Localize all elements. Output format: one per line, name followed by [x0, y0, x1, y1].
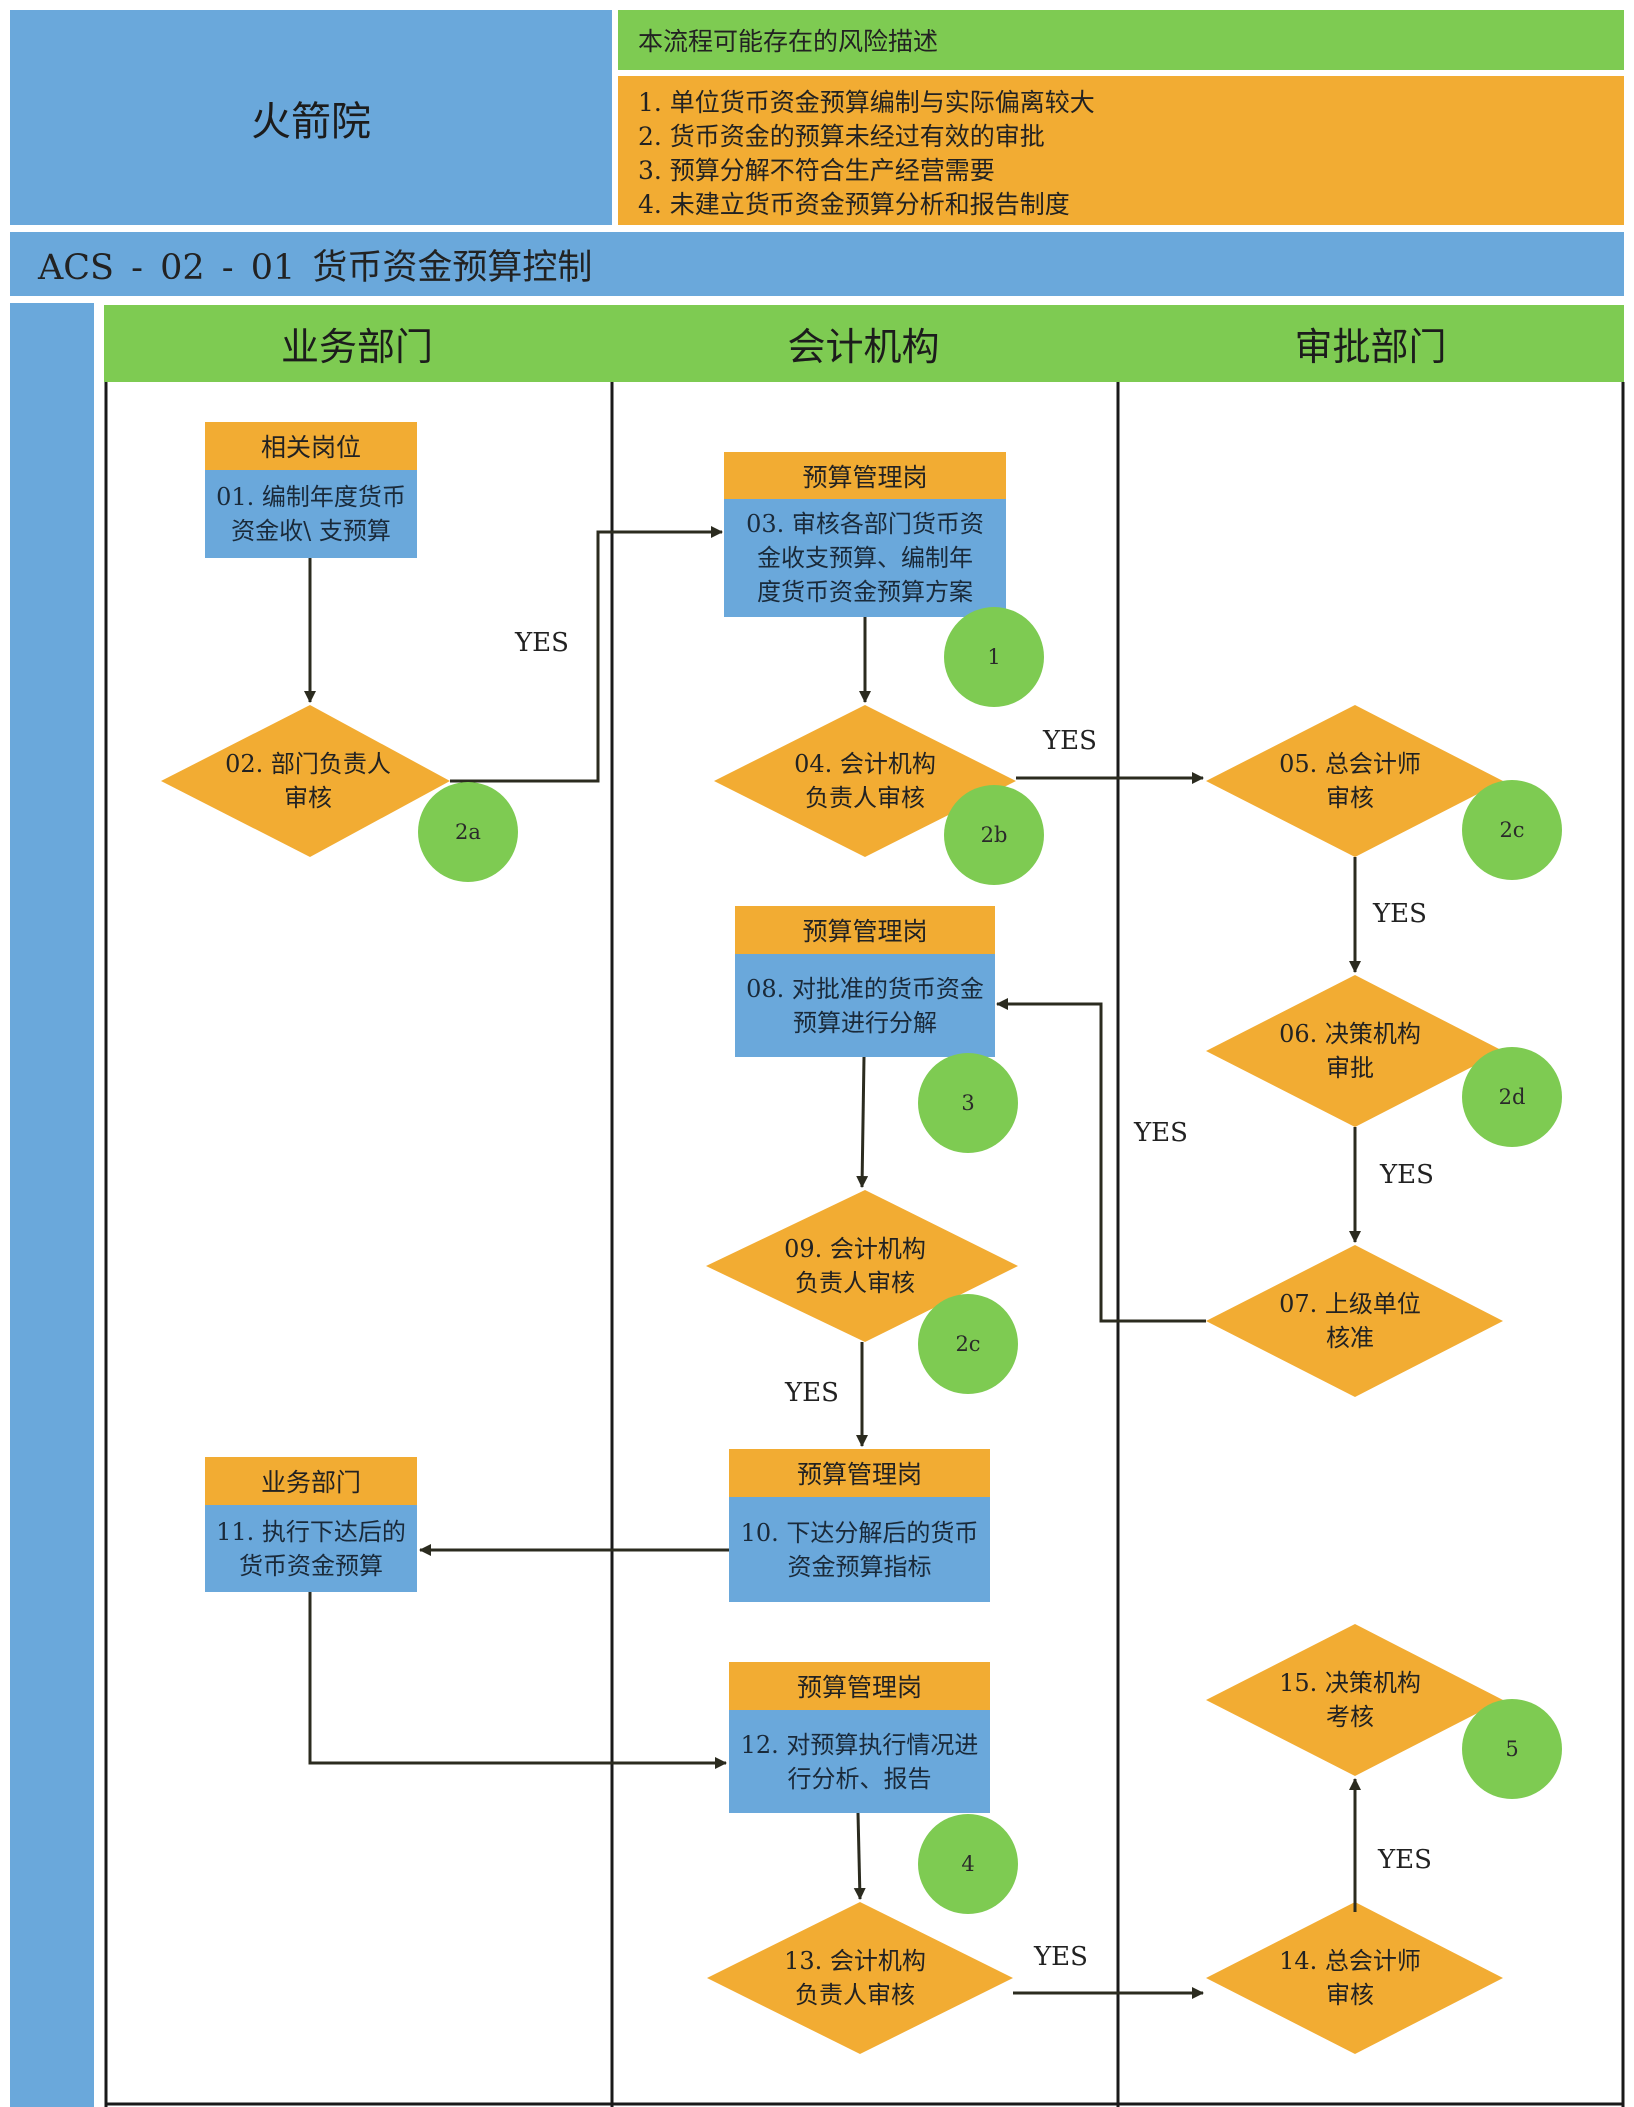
- risk-item: 3. 预算分解不符合生产经营需要: [638, 156, 995, 185]
- diamond-04-label: 04. 会计机构负责人审核: [794, 750, 936, 812]
- box-08-body: 08. 对批准的货币资金 预算进行分解: [735, 954, 995, 1057]
- risk-circle-2c-mid: 2c: [918, 1294, 1018, 1394]
- lane-header-business: 业务部门: [104, 305, 610, 382]
- diamond-14: [1206, 1902, 1503, 2054]
- yes-label: YES: [1134, 1118, 1188, 1148]
- process-title: ACS - 02 - 01 货币资金预算控制: [10, 232, 1624, 296]
- risk-circle-2b: 2b: [944, 785, 1044, 885]
- diamond-14-label: 14. 总会计师审核: [1279, 1947, 1421, 2009]
- diamond-05: [1206, 705, 1503, 857]
- yes-label: YES: [1373, 899, 1427, 929]
- diamond-15: [1206, 1624, 1503, 1776]
- diamond-15-label: 15. 决策机构考核: [1279, 1669, 1421, 1731]
- box-03-head: 预算管理岗: [724, 452, 1006, 499]
- risk-circle-5: 5: [1462, 1699, 1562, 1799]
- diamond-13-label: 13. 会计机构负责人审核: [784, 1947, 926, 2009]
- risk-circle-2c-top: 2c: [1462, 780, 1562, 880]
- risk-item: 1. 单位货币资金预算编制与实际偏离较大: [638, 88, 1095, 117]
- arrow-11-12: [308, 1592, 727, 1769]
- arrow-12-13: [853, 1812, 866, 1900]
- risk-circle-2a: 2a: [418, 782, 518, 882]
- lane-borders: [104, 382, 1625, 2107]
- diamond-07: [1206, 1245, 1503, 1397]
- diamond-09-label: 09. 会计机构负责人审核: [784, 1235, 926, 1297]
- yes-label: YES: [785, 1378, 839, 1408]
- risk-list: 1. 单位货币资金预算编制与实际偏离较大 2. 货币资金的预算未经过有效的审批 …: [618, 76, 1624, 225]
- org-panel: 火箭院: [10, 10, 612, 225]
- risk-circle-2d: 2d: [1462, 1047, 1562, 1147]
- diamond-06: [1206, 975, 1503, 1127]
- lane-header-approval: 审批部门: [1117, 305, 1624, 382]
- box-01-head: 相关岗位: [205, 422, 417, 470]
- risk-item: 2. 货币资金的预算未经过有效的审批: [638, 122, 1045, 151]
- box-12-body: 12. 对预算执行情况进 行分析、报告: [729, 1710, 990, 1813]
- side-bar: [10, 303, 94, 2107]
- box-10-head: 预算管理岗: [729, 1449, 990, 1497]
- arrow-02-03: [450, 526, 723, 783]
- diamond-07-label: 07. 上级单位核准: [1279, 1290, 1421, 1352]
- yes-label: YES: [1043, 726, 1097, 756]
- risk-header: 本流程可能存在的风险描述: [618, 10, 1624, 70]
- risk-circle-4: 4: [918, 1814, 1018, 1914]
- yes-label: YES: [1034, 1942, 1088, 1972]
- box-01-body: 01. 编制年度货币 资金收\ 支预算: [205, 470, 417, 558]
- yes-label: YES: [1378, 1845, 1432, 1875]
- yes-label: YES: [1380, 1160, 1434, 1190]
- diamond-05-label: 05. 总会计师审核: [1279, 750, 1421, 812]
- lane-header-accounting: 会计机构: [610, 305, 1117, 382]
- diamond-06-label: 06. 决策机构审批: [1279, 1020, 1421, 1082]
- org-name: 火箭院: [251, 98, 371, 145]
- diamond-02-label: 02. 部门负责人审核: [225, 750, 391, 812]
- diamond-13: [707, 1902, 1013, 2054]
- box-03-body: 03. 审核各部门货币资 金收支预算、编制年 度货币资金预算方案: [724, 499, 1006, 617]
- box-11-body: 11. 执行下达后的 货币资金预算: [205, 1505, 417, 1592]
- risk-circle-3: 3: [918, 1053, 1018, 1153]
- diamond-04: [714, 705, 1016, 857]
- arrow-07-08: [996, 998, 1206, 1323]
- arrow-08-09: [856, 1056, 869, 1188]
- yes-label: YES: [515, 628, 569, 658]
- risk-item: 4. 未建立货币资金预算分析和报告制度: [638, 190, 1070, 219]
- box-10-body: 10. 下达分解后的货币 资金预算指标: [729, 1497, 990, 1602]
- box-08-head: 预算管理岗: [735, 906, 995, 954]
- risk-circle-1: 1: [944, 607, 1044, 707]
- box-11-head: 业务部门: [205, 1457, 417, 1505]
- diamond-02: [161, 705, 450, 857]
- box-12-head: 预算管理岗: [729, 1662, 990, 1710]
